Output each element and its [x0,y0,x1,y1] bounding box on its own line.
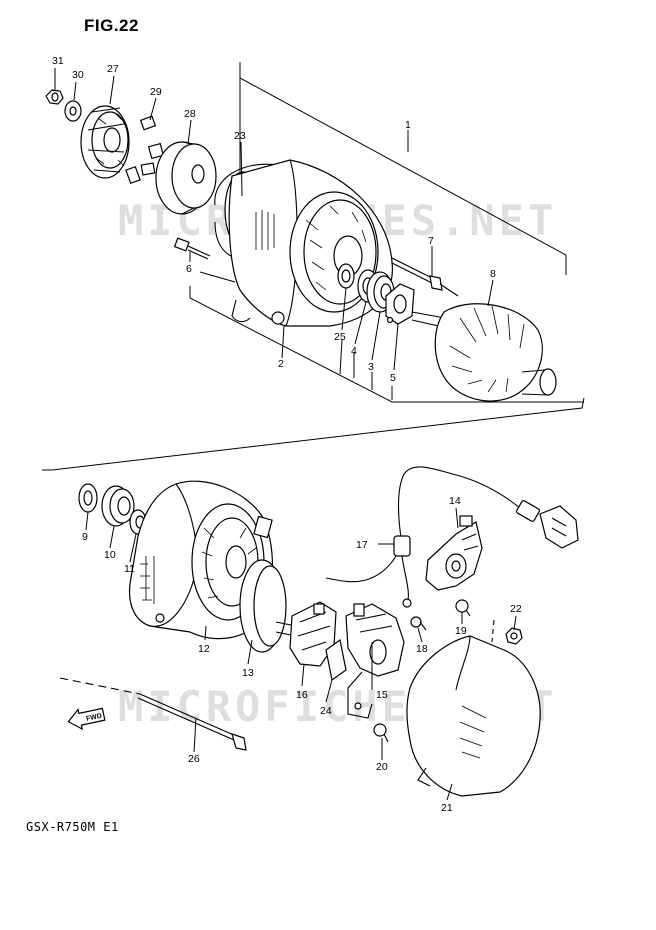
label-6: 6 [186,263,192,275]
label-26: 26 [188,753,200,765]
part-31-nut [45,89,64,105]
part-7-stud [391,257,459,297]
label-20: 20 [376,761,388,773]
label-16: 16 [296,689,308,701]
part-19-screw [455,599,471,617]
label-2: 2 [278,358,284,370]
part-29-keys [125,115,165,185]
label-24: 24 [320,705,332,717]
part-8-rotor [411,303,557,402]
label-1: 1 [405,119,411,131]
part-30-washer [64,100,82,122]
part-16-rectifier [289,601,337,667]
model-label: GSX-R750M E1 [26,820,119,834]
assembly-boundary-top [239,62,567,275]
label-23: 23 [234,130,246,142]
part-13-stator-plate [239,559,307,653]
label-19: 19 [455,625,467,637]
label-29: 29 [150,86,162,98]
part-27-fan-hub [80,105,130,179]
label-28: 28 [184,108,196,120]
figure-title: FIG.22 [84,16,139,35]
fwd-label: FWD [86,713,103,723]
label-4: 4 [351,345,357,357]
label-25: 25 [334,331,346,343]
label-11: 11 [124,563,135,575]
label-22: 22 [510,603,522,615]
callout-labels: 31 30 27 29 28 23 1 7 8 6 2 25 4 3 5 9 1… [52,55,522,814]
leader-lines [54,68,517,801]
fwd-arrow-icon [67,707,106,731]
label-15: 15 [376,689,388,701]
label-18: 18 [416,643,428,655]
part-10-bearing [101,485,135,527]
part-15-regulator [345,603,405,719]
part-5-retainer-plate [385,283,415,325]
part-12-rear-housing [128,480,274,640]
part-18-screw [410,616,427,631]
label-13: 13 [242,667,254,679]
assembly-divider [42,397,585,471]
label-17: 17 [356,539,368,551]
label-9: 9 [82,531,88,543]
part-26-long-bolt [59,677,247,751]
label-14: 14 [449,495,461,507]
label-8: 8 [490,268,496,280]
label-27: 27 [107,63,119,75]
part-14-brush-holder [425,515,483,591]
assembly-boundary-bottom [189,286,584,403]
part-6-bolt [173,237,211,260]
label-5: 5 [390,372,396,384]
label-3: 3 [368,361,374,373]
label-12: 12 [198,643,210,655]
label-30: 30 [72,69,84,81]
label-21: 21 [441,802,453,814]
part-17-wire-harness [325,466,579,608]
label-31: 31 [52,55,64,67]
part-22-nut [505,627,523,645]
label-10: 10 [104,549,116,561]
part-28-pulley [155,141,217,215]
part-21-rear-cover [406,619,541,797]
part-9-washer [78,483,98,513]
part-20-screw [373,723,389,743]
label-7: 7 [428,235,434,247]
part-25-bearing [337,263,355,289]
part-24-insulator [325,638,347,682]
